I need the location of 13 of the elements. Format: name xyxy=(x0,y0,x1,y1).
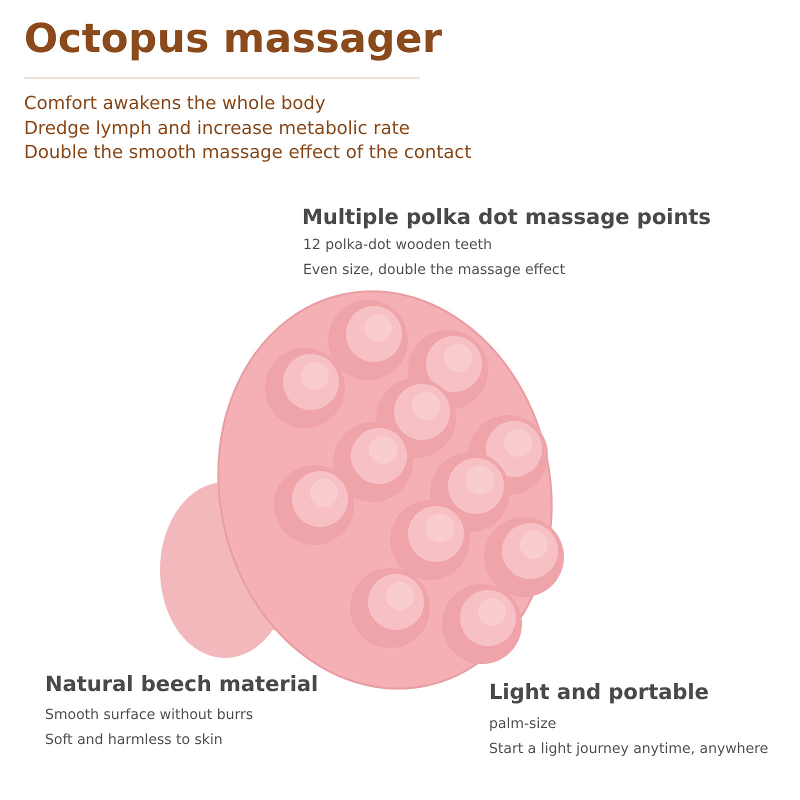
feature-text: palm-size xyxy=(489,716,556,732)
feature-text: Start a light journey anytime, anywhere xyxy=(489,741,768,757)
feature-text: Even size, double the massage effect xyxy=(303,262,566,278)
feature-heading: Light and portable xyxy=(489,680,709,704)
feature-text: 12 polka-dot wooden teeth xyxy=(303,237,492,253)
title: Octopus massager xyxy=(24,16,442,62)
intro-line: Comfort awakens the whole body xyxy=(24,93,326,114)
feature-heading: Multiple polka dot massage points xyxy=(302,205,711,229)
intro-line: Dredge lymph and increase metabolic rate xyxy=(24,118,410,139)
feature-heading: Natural beech material xyxy=(45,672,318,696)
intro-line: Double the smooth massage effect of the contact xyxy=(24,142,472,163)
feature-text: Smooth surface without burrs xyxy=(45,707,254,723)
feature-text: Soft and harmless to skin xyxy=(45,732,223,748)
